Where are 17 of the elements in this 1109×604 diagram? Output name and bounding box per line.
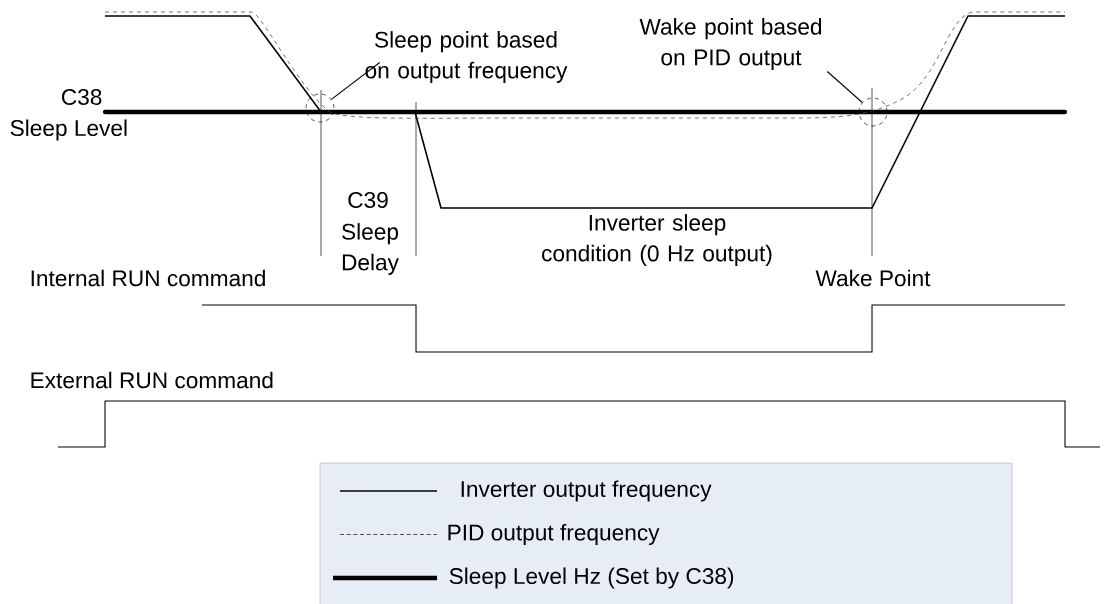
label-text: Sleep Level: [10, 119, 127, 141]
dashed-circle: [858, 97, 888, 127]
label-text: External RUN command: [31, 371, 273, 389]
label-text: Internal RUN command: [31, 269, 265, 287]
leader-line: [826, 70, 863, 104]
label-text: C38: [61, 89, 102, 106]
callout-text: Wake point based on PID output: [639, 18, 822, 70]
legend-text: Sleep Level Hz (Set by C38): [449, 567, 734, 589]
label-text: Wake Point: [815, 269, 931, 287]
legend-text: PID output frequency: [448, 523, 660, 546]
leader-line: [330, 61, 381, 100]
label-text: Inverter sleep condition (0 Hz output): [542, 214, 772, 266]
legend-text: Inverter output frequency: [461, 480, 712, 502]
callout-text: Sleep point based on output frequency: [365, 31, 568, 83]
label-text: C39: [348, 192, 388, 209]
dashed-circle: [305, 93, 335, 123]
label-text: Sleep Delay: [342, 223, 399, 275]
